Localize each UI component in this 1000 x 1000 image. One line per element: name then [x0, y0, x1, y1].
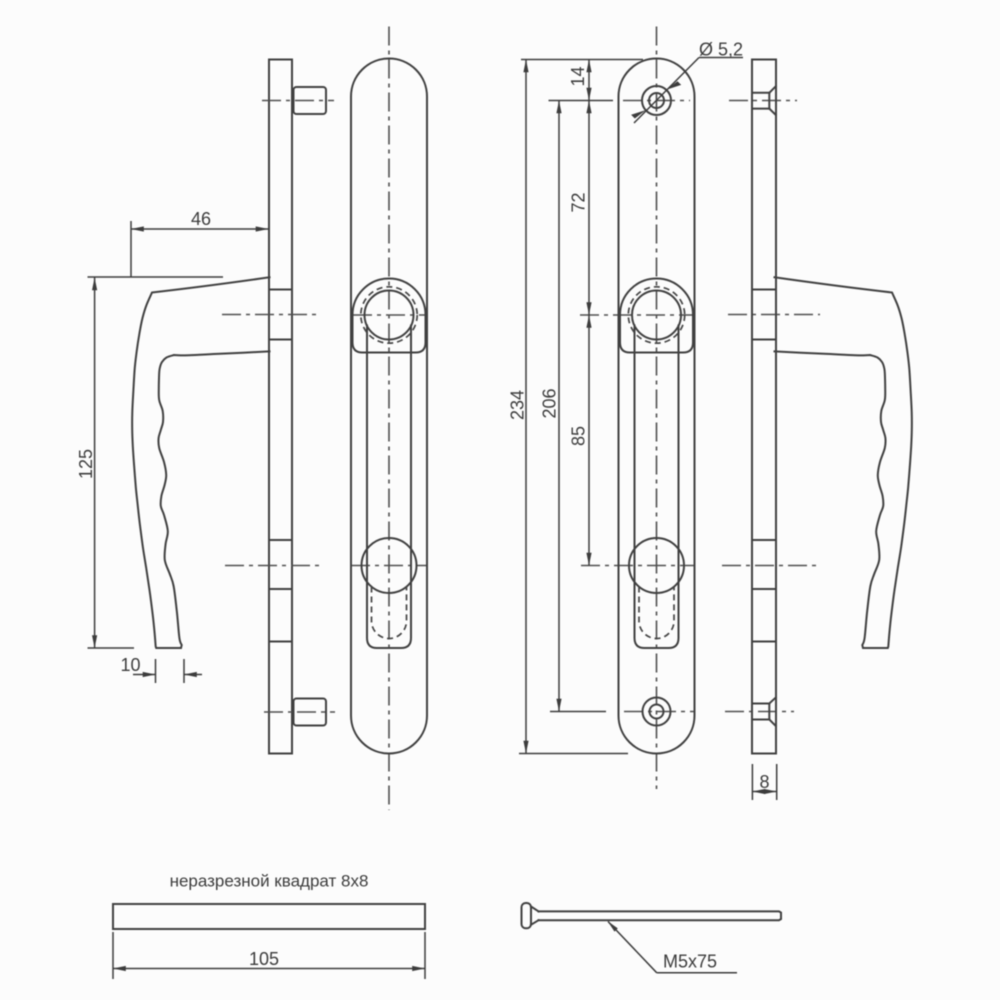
svg-text:неразрезной квадрат 8х8: неразрезной квадрат 8х8 — [170, 872, 369, 891]
svg-text:M5x75: M5x75 — [663, 952, 717, 972]
svg-text:72: 72 — [569, 192, 589, 212]
svg-text:Ø 5,2: Ø 5,2 — [699, 40, 743, 60]
svg-text:85: 85 — [569, 426, 589, 446]
svg-text:234: 234 — [508, 390, 528, 420]
svg-text:10: 10 — [120, 655, 140, 675]
svg-text:206: 206 — [540, 388, 560, 418]
svg-text:125: 125 — [76, 449, 96, 479]
svg-text:46: 46 — [191, 209, 211, 229]
svg-text:14: 14 — [568, 66, 588, 86]
svg-text:105: 105 — [249, 949, 279, 969]
svg-text:8: 8 — [759, 772, 769, 792]
